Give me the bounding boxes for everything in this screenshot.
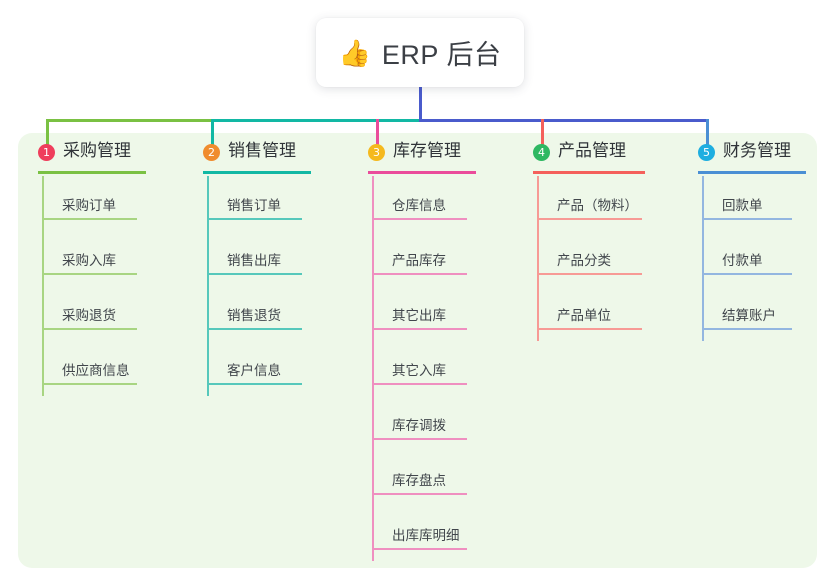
leaf-spine-2	[207, 176, 209, 396]
leaf-item-label: 回款单	[722, 198, 763, 213]
column-badge-4: 4	[533, 144, 550, 161]
column-title-4: 产品管理	[558, 141, 626, 160]
leaf-item-label: 客户信息	[227, 363, 281, 378]
root-node-title: ERP 后台	[381, 40, 502, 70]
diagram-panel	[18, 133, 817, 568]
leaf-item-label: 库存盘点	[392, 473, 446, 488]
connector-drop-1	[46, 119, 49, 150]
leaf-item-rule	[372, 548, 467, 550]
leaf-item-rule	[702, 328, 792, 330]
leaf-item-label: 销售退货	[227, 308, 281, 323]
column-header-rule-5	[698, 171, 806, 174]
column-header-rule-1	[38, 171, 146, 174]
connector-bus-segment-2	[211, 119, 420, 122]
leaf-item-rule	[537, 218, 642, 220]
leaf-item-rule	[372, 328, 467, 330]
leaf-item-rule	[207, 328, 302, 330]
leaf-item-rule	[207, 383, 302, 385]
leaf-item-rule	[42, 328, 137, 330]
column-title-1: 采购管理	[63, 141, 131, 160]
column-title-5: 财务管理	[723, 141, 791, 160]
leaf-item-label: 付款单	[722, 253, 763, 268]
column-badge-5: 5	[698, 144, 715, 161]
leaf-item-rule	[372, 273, 467, 275]
leaf-item-label: 产品单位	[557, 308, 611, 323]
leaf-item-label: 其它入库	[392, 363, 446, 378]
leaf-item-rule	[702, 273, 792, 275]
leaf-spine-4	[537, 176, 539, 341]
leaf-item-label: 产品分类	[557, 253, 611, 268]
leaf-item-rule	[702, 218, 792, 220]
column-header-rule-2	[203, 171, 311, 174]
leaf-item-rule	[42, 273, 137, 275]
column-title-3: 库存管理	[393, 141, 461, 160]
leaf-item-rule	[537, 273, 642, 275]
leaf-item-rule	[372, 218, 467, 220]
leaf-item-label: 采购退货	[62, 308, 116, 323]
leaf-spine-3	[372, 176, 374, 561]
leaf-item-label: 库存调拨	[392, 418, 446, 433]
root-node[interactable]: 👍 ERP 后台	[316, 18, 524, 87]
leaf-item-rule	[207, 218, 302, 220]
leaf-item-label: 产品库存	[392, 253, 446, 268]
leaf-item-rule	[372, 493, 467, 495]
connector-bus-segment-3	[419, 119, 709, 122]
column-header-rule-3	[368, 171, 476, 174]
column-badge-2: 2	[203, 144, 220, 161]
connector-trunk	[419, 87, 422, 122]
leaf-item-label: 出库库明细	[392, 528, 460, 543]
thumbs-up-icon: 👍	[338, 37, 371, 68]
leaf-item-rule	[372, 438, 467, 440]
column-badge-3: 3	[368, 144, 385, 161]
column-title-2: 销售管理	[228, 141, 296, 160]
leaf-item-rule	[42, 383, 137, 385]
column-badge-1: 1	[38, 144, 55, 161]
leaf-item-label: 销售出库	[227, 253, 281, 268]
leaf-item-rule	[372, 383, 467, 385]
leaf-spine-1	[42, 176, 44, 396]
connector-bus-segment-1	[46, 119, 214, 122]
connector-drop-2	[211, 119, 214, 150]
connector-drop-3	[376, 119, 379, 150]
leaf-item-rule	[537, 328, 642, 330]
leaf-item-rule	[42, 218, 137, 220]
leaf-item-rule	[207, 273, 302, 275]
leaf-item-label: 其它出库	[392, 308, 446, 323]
leaf-item-label: 销售订单	[227, 198, 281, 213]
leaf-item-label: 采购入库	[62, 253, 116, 268]
connector-drop-4	[541, 119, 544, 150]
connector-drop-5	[706, 119, 709, 150]
leaf-item-label: 结算账户	[722, 308, 776, 323]
leaf-item-label: 采购订单	[62, 198, 116, 213]
leaf-item-label: 供应商信息	[62, 363, 130, 378]
column-header-rule-4	[533, 171, 645, 174]
leaf-item-label: 产品（物料）	[557, 198, 638, 213]
leaf-spine-5	[702, 176, 704, 341]
root-node-content: 👍 ERP 后台	[339, 33, 502, 72]
leaf-item-label: 仓库信息	[392, 198, 446, 213]
